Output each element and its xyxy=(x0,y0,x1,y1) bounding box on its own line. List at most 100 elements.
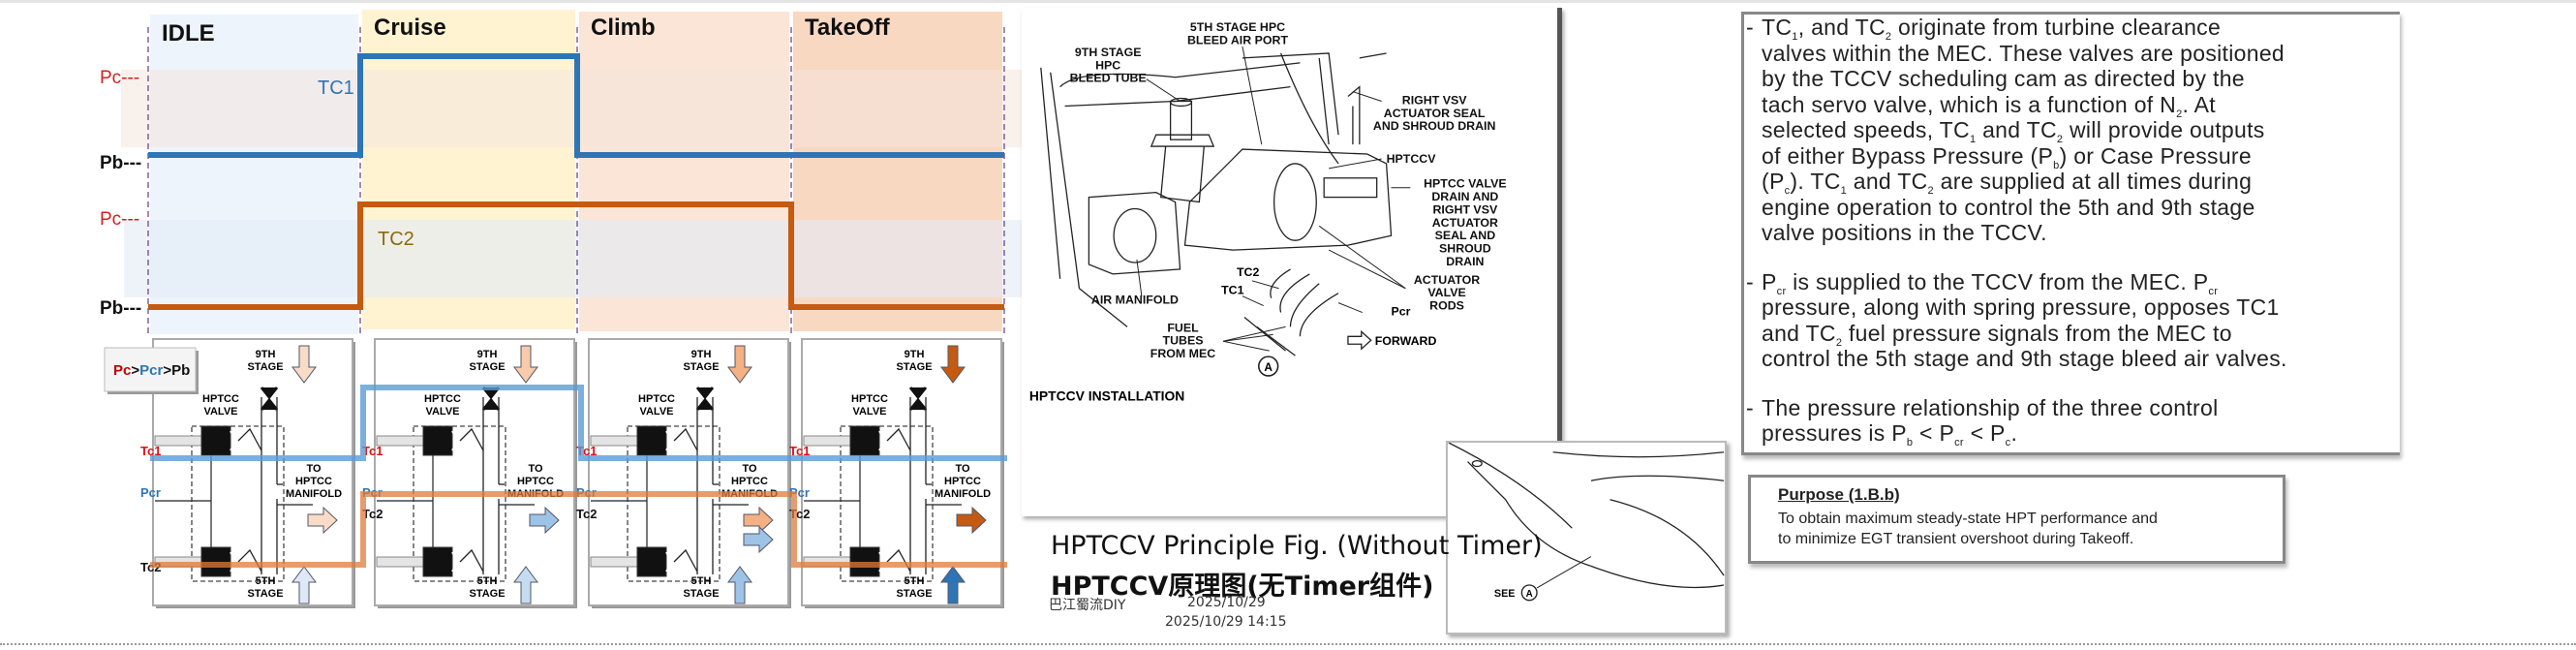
legend-pcr: Pcr xyxy=(139,362,163,379)
callout-vsv-drain: ACTUATOR SEAL xyxy=(1384,107,1486,120)
actuator-piston xyxy=(200,425,231,456)
manifold-label: HPTCC xyxy=(944,476,981,487)
callout-leader xyxy=(1318,225,1406,290)
phase-label-takeoff: TakeOff xyxy=(805,15,891,41)
stage5-label: 5TH xyxy=(477,575,498,587)
note-paragraph-2: Pcr is supplied to the TCCV from the MEC… xyxy=(1746,269,2400,372)
note-text: and TC xyxy=(1762,320,1836,346)
valve-label: VALVE xyxy=(203,406,237,418)
hptcc-valve-state-panels: 9THSTAGEHPTCCVALVETOHPTCCMANIFOLD5THSTAG… xyxy=(104,338,1007,608)
pressure-order-legend xyxy=(104,347,197,392)
callout-leader xyxy=(1223,340,1270,352)
valve-cap-icon xyxy=(1273,163,1317,241)
callout-pcr: Pcr xyxy=(1392,305,1411,319)
note-text: < P xyxy=(1913,420,1955,446)
valve-label: VALVE xyxy=(639,406,673,418)
note-subscript: 1 xyxy=(1840,185,1848,197)
note-line: The pressure relationship of the three c… xyxy=(1762,395,2400,421)
see-view-label: A xyxy=(1526,589,1533,600)
actuator-piston-mark xyxy=(878,430,892,451)
manifold-label: HPTCC xyxy=(295,476,332,487)
tc1-range-band xyxy=(121,70,1027,147)
spring-icon xyxy=(673,548,698,573)
stage9-inflow-arrow xyxy=(940,345,966,384)
valve-label: HPTCC xyxy=(851,393,888,405)
callout-leader xyxy=(1352,91,1382,102)
stage5-label: STAGE xyxy=(683,588,719,600)
notes-textbox: TC1, and TC2 originate from turbine clea… xyxy=(1741,12,2400,455)
spring-icon xyxy=(459,548,484,573)
note-text: < P xyxy=(1963,420,2006,446)
callout-vsv-drain: AND SHROUD DRAIN xyxy=(1373,119,1496,133)
note-line: of either Bypass Pressure (Pb) or Case P… xyxy=(1762,143,2400,171)
legend-gt2: > xyxy=(163,362,171,379)
actuator-rod xyxy=(803,435,855,447)
air-manifold-port xyxy=(1113,207,1157,263)
valve-label: HPTCC xyxy=(424,393,461,405)
series-line-tc1 xyxy=(148,53,1004,158)
note-text: , and TC xyxy=(1797,15,1886,40)
view-a-circle xyxy=(1257,356,1279,377)
note-text: pressures is P xyxy=(1762,420,1907,446)
caption-chinese: HPTCCV原理图(无Timer组件) xyxy=(1051,572,1434,602)
note-text: pressure, along with spring pressure, op… xyxy=(1762,294,2280,320)
note-text: selected speeds, TC xyxy=(1762,117,1970,142)
callout-bleed-tube: 9TH STAGE xyxy=(1075,46,1142,59)
actuator-piston-mark xyxy=(665,551,679,573)
tc2-range-band xyxy=(124,220,1027,297)
manifold-outflow-arrow xyxy=(307,506,338,535)
actuator-rod xyxy=(154,435,206,447)
to-label: TO xyxy=(955,463,970,475)
engine-outline xyxy=(1448,443,1573,529)
note-subscript: b xyxy=(2053,159,2060,171)
actuator-piston-mark xyxy=(451,430,465,451)
manifold-outflow-arrow xyxy=(529,506,560,535)
stage9-label: 9TH xyxy=(691,349,712,360)
note-line: valve positions in the TCCV. xyxy=(1762,220,2400,246)
note-subscript: 1 xyxy=(1792,31,1798,43)
note-text: TC xyxy=(1762,15,1793,40)
drain-tube-icon xyxy=(1347,85,1361,145)
note-subscript: 2 xyxy=(2176,108,2183,120)
level-label-pb: Pb--- xyxy=(100,153,141,173)
note-line: tach servo valve, which is a function of… xyxy=(1762,92,2400,120)
series-label-tc2: TC2 xyxy=(378,229,414,250)
stage5-label: 5TH xyxy=(691,575,712,587)
tc1-port-label: Tc1 xyxy=(789,444,810,458)
level-label-pc: Pc--- xyxy=(100,209,139,230)
hptccv-body-icon xyxy=(1183,148,1393,251)
note-line: TC1, and TC2 originate from turbine clea… xyxy=(1762,15,2400,43)
note-text: are supplied at all times during xyxy=(1933,169,2253,194)
stage5-label: 5TH xyxy=(256,575,276,587)
engine-outline xyxy=(1610,499,1725,576)
callout-actuator-rods: RODS xyxy=(1429,299,1464,313)
manifold-label: MANIFOLD xyxy=(935,488,991,500)
poppet-valve-icon xyxy=(695,387,715,411)
bleed-flange-icon xyxy=(1150,134,1215,203)
callout-forward: FORWARD xyxy=(1375,334,1437,348)
stage9-label: 9TH xyxy=(256,349,276,360)
note-text: ). TC xyxy=(1790,169,1841,194)
note-text: (P xyxy=(1762,169,1785,194)
engine-outline xyxy=(1467,461,1592,568)
note-subscript: c xyxy=(2005,437,2011,449)
poppet-valve-icon xyxy=(260,387,279,411)
actuator-rod xyxy=(376,435,428,447)
engine-outline xyxy=(1590,475,1725,481)
actuator-piston-mark xyxy=(665,430,679,451)
note-subscript: b xyxy=(1906,437,1914,449)
note-text: control the 5th stage and 9th stage blee… xyxy=(1762,346,2287,371)
callout-valve-drain: DRAIN AND xyxy=(1431,190,1498,203)
actuator-piston xyxy=(636,546,667,577)
engine-frame-line xyxy=(1242,52,1339,136)
tc1-port-label: Tc1 xyxy=(362,444,383,458)
bleed-tube-top xyxy=(1169,97,1193,108)
fuel-tube-icon xyxy=(1299,293,1339,337)
actuator-piston xyxy=(422,546,453,577)
note-line: pressures is Pb < Pcr < Pc. xyxy=(1762,420,2400,449)
note-subscript: cr xyxy=(2208,285,2219,297)
note-text: will provide outputs xyxy=(2063,117,2265,142)
note-line: selected speeds, TC1 and TC2 will provid… xyxy=(1762,117,2400,145)
see-leader xyxy=(1536,556,1592,589)
